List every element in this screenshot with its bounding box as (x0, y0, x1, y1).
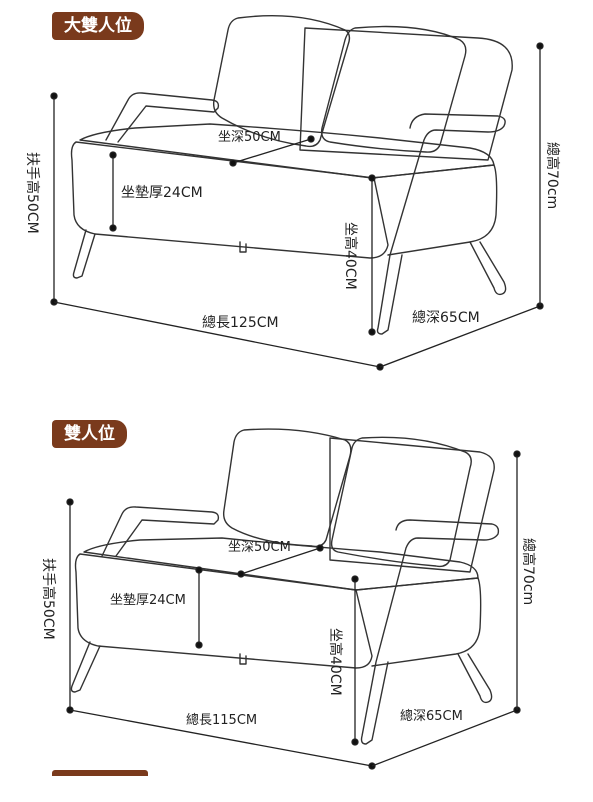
armrest-height-label: 扶手高50CM (40, 558, 57, 640)
seat-cushion-top (83, 537, 479, 591)
sofa-back (299, 27, 513, 161)
seat-depth-label: 坐深50CM (218, 130, 281, 145)
back-leg (239, 241, 247, 253)
total-length-label: 總長115CM (186, 712, 257, 728)
seat-cushion-side (355, 577, 482, 667)
seat-cushion-top (79, 123, 495, 179)
total-depth-label: 總深65CM (412, 309, 480, 326)
left-leg (70, 641, 101, 693)
back-cushion-right (330, 436, 472, 568)
title-badge: 雙人位 (52, 420, 127, 448)
seat-depth-label: 坐深50CM (228, 540, 291, 555)
total-height-label: 總高70cm (520, 538, 537, 605)
back-cushion-left (222, 428, 352, 548)
seat-cushion-side (371, 164, 498, 256)
right-armrest (360, 519, 500, 745)
next-badge-edge (52, 770, 148, 776)
right-back-leg (457, 653, 493, 704)
sofa-back (329, 437, 495, 573)
total-depth-label: 總深65CM (400, 708, 463, 724)
seat-height-label: 坐高40CM (342, 222, 359, 290)
back-cushion-right (320, 25, 467, 153)
seat-cushion-front (70, 141, 389, 259)
back-leg (239, 653, 247, 665)
armrest-height-label: 扶手高50CM (24, 152, 41, 234)
total-length-label: 總長125CM (202, 314, 279, 331)
right-armrest (376, 113, 506, 335)
total-height-label: 總高70cm (544, 142, 561, 209)
seat-height-label: 坐高40CM (327, 628, 344, 696)
cushion-thickness-label: 坐墊厚24CM (121, 185, 203, 201)
cushion-thickness-label: 坐墊厚24CM (110, 593, 186, 608)
left-armrest (105, 92, 220, 143)
title-badge: 大雙人位 (52, 12, 144, 40)
seat-cushion-front (74, 553, 373, 669)
left-armrest (101, 506, 220, 557)
right-back-leg (469, 241, 507, 296)
left-leg (72, 229, 96, 279)
